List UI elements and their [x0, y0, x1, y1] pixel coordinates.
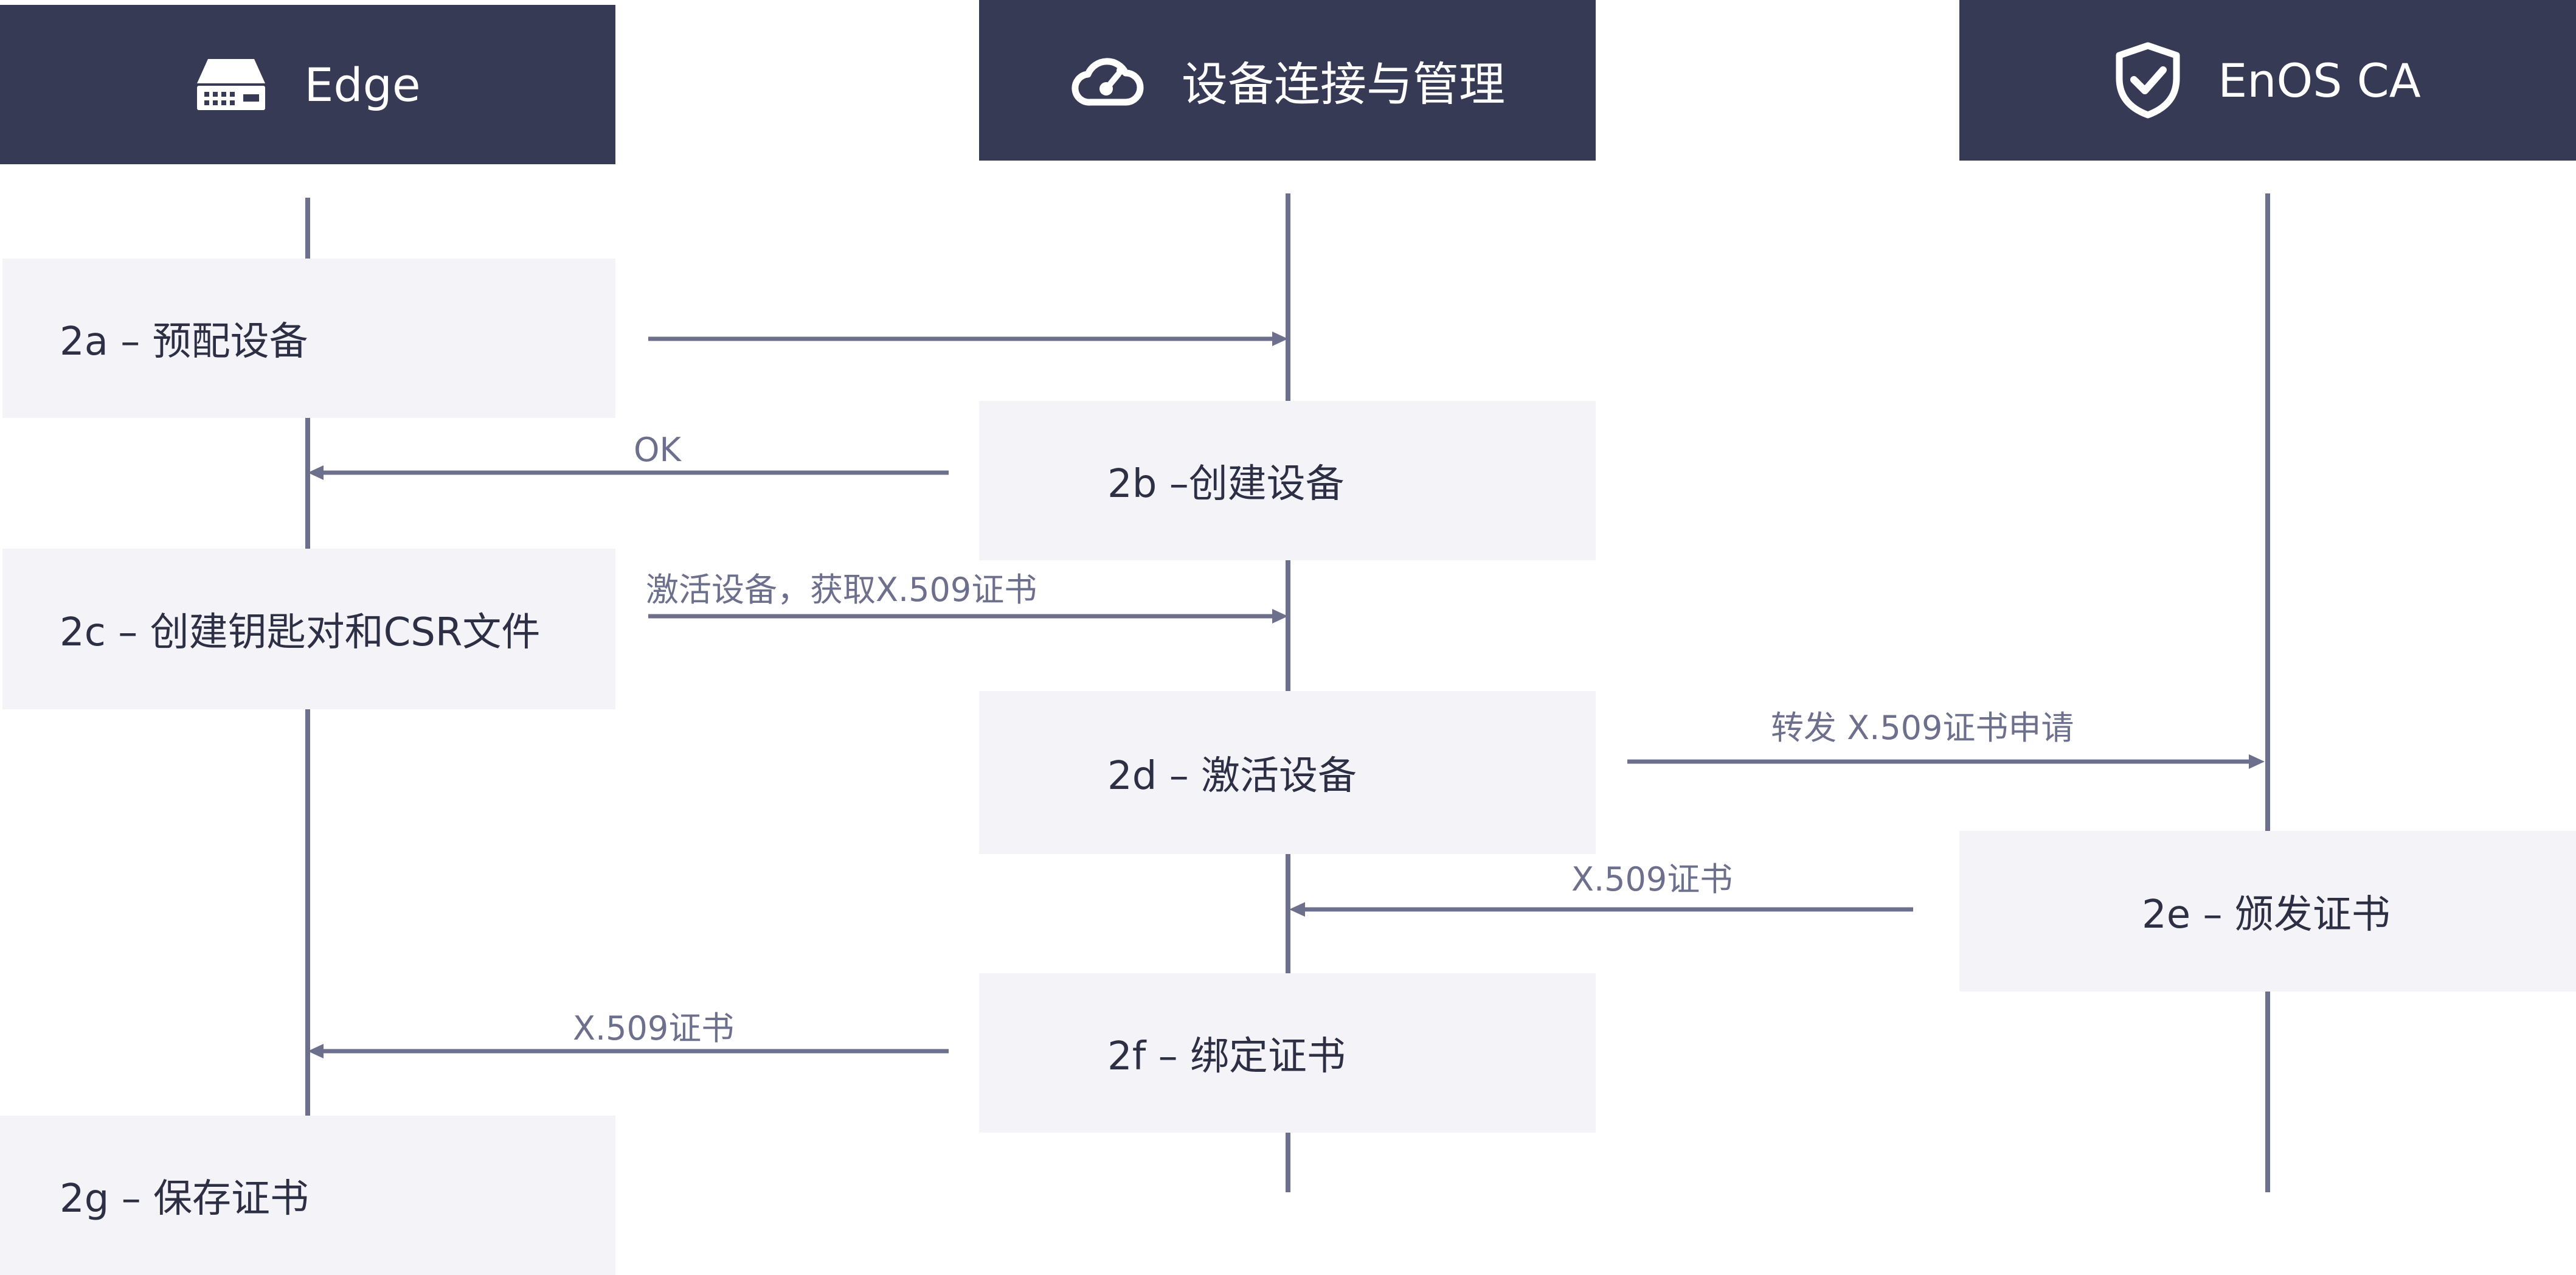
device-mgmt-header: 设备连接与管理 [979, 0, 1596, 161]
enos-ca-header: EnOS CA [1959, 0, 2576, 161]
step-2e-issue-certificate: 2e – 颁发证书 [1959, 831, 2576, 992]
step-2g-label: 2g – 保存证书 [60, 1176, 310, 1221]
step-2d-label: 2d – 激活设备 [1107, 754, 1357, 799]
enos-ca-lifeline [2265, 193, 2270, 1192]
msg-forward-label: 转发 X.509证书申请 [1771, 709, 2074, 747]
msg-ok-label: OK [634, 431, 681, 469]
arrow-ok-to-edge [308, 465, 949, 480]
step-2a-label: 2a – 预配设备 [60, 319, 308, 364]
step-2c-label: 2c – 创建钥匙对和CSR文件 [60, 610, 541, 655]
arrow-forward-to-ca [1627, 754, 2265, 769]
step-2c-create-keypair-csr: 2c – 创建钥匙对和CSR文件 [2, 549, 615, 709]
step-2b-label: 2b –创建设备 [1107, 462, 1345, 507]
step-2a-provision-device: 2a – 预配设备 [2, 259, 615, 418]
edge-title: Edge [304, 57, 421, 112]
step-2b-create-device: 2b –创建设备 [979, 401, 1596, 560]
cloud-connect-icon [1070, 50, 1145, 111]
msg-activate-label: 激活设备，获取X.509证书 [646, 571, 1037, 609]
msg-cert-to-edge-label: X.509证书 [573, 1009, 735, 1047]
step-2f-label: 2f – 绑定证书 [1107, 1034, 1346, 1079]
arrow-cert-to-mgmt [1289, 902, 1913, 917]
server-icon [195, 57, 268, 113]
arrow-provision-to-mgmt [648, 332, 1288, 346]
arrow-cert-to-edge [308, 1044, 949, 1058]
step-2g-save-certificate: 2g – 保存证书 [0, 1116, 615, 1275]
step-2e-label: 2e – 颁发证书 [2142, 892, 2391, 937]
msg-cert-to-mgmt-label: X.509证书 [1571, 860, 1733, 898]
arrow-activate-to-mgmt [648, 609, 1288, 624]
shield-check-icon [2114, 42, 2181, 119]
edge-header: Edge [0, 5, 615, 164]
step-2d-activate-device: 2d – 激活设备 [979, 691, 1596, 854]
step-2f-bind-certificate: 2f – 绑定证书 [979, 973, 1596, 1133]
device-mgmt-title: 设备连接与管理 [1182, 57, 1505, 111]
enos-ca-title: EnOS CA [2218, 53, 2421, 108]
